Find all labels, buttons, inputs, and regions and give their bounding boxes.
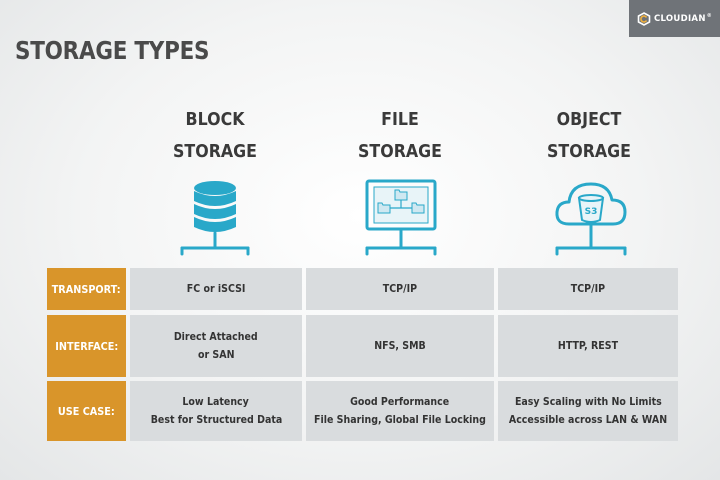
cell-line: or SAN <box>197 348 235 361</box>
s3-label: S3 <box>585 207 598 217</box>
row-label-text: USE CASE: <box>58 404 115 418</box>
table-cell: Direct Attached or SAN <box>130 315 302 377</box>
column-header-line1: OBJECT <box>556 109 622 130</box>
file-server-icon <box>365 179 437 256</box>
column-header-object: OBJECT STORAGE <box>489 104 689 168</box>
table-cell: HTTP, REST <box>498 315 678 377</box>
cell-line: Accessible across LAN & WAN <box>508 413 668 426</box>
column-header-file: FILE STORAGE <box>300 104 500 168</box>
cell-line: HTTP, REST <box>557 339 619 352</box>
s3-cloud-icon: S3 <box>555 182 627 256</box>
cloudian-logo: CLOUDIAN® <box>629 0 720 37</box>
cell-line: Best for Structured Data <box>150 413 282 426</box>
column-header-line1: BLOCK <box>185 109 245 130</box>
column-header-line2: STORAGE <box>173 141 257 162</box>
table-cell: NFS, SMB <box>306 315 494 377</box>
cell-line: TCP/IP <box>382 282 418 295</box>
cell-line: TCP/IP <box>570 282 606 295</box>
row-label-interface: INTERFACE: <box>47 315 126 377</box>
column-header-line2: STORAGE <box>547 141 631 162</box>
column-header-block: BLOCK STORAGE <box>115 104 315 168</box>
column-header-line1: FILE <box>381 109 419 130</box>
table-cell: TCP/IP <box>498 268 678 310</box>
table-cell: Good Performance File Sharing, Global Fi… <box>306 381 494 441</box>
cell-line: Low Latency <box>182 395 250 408</box>
row-label-text: TRANSPORT: <box>52 282 121 296</box>
database-icon <box>180 181 250 256</box>
table-cell: Low Latency Best for Structured Data <box>130 381 302 441</box>
column-header-line2: STORAGE <box>358 141 442 162</box>
logo-text: CLOUDIAN <box>653 13 706 24</box>
logo-trademark: ® <box>706 13 713 19</box>
cell-line: Good Performance <box>350 395 450 408</box>
row-label-text: INTERFACE: <box>55 339 118 353</box>
page-title: STORAGE TYPES <box>15 36 210 65</box>
cell-line: NFS, SMB <box>374 339 426 352</box>
cloudian-logo-icon <box>637 11 651 26</box>
cell-line: FC or iSCSI <box>186 282 246 295</box>
cell-line: File Sharing, Global File Locking <box>314 413 486 426</box>
cell-line: Direct Attached <box>174 330 258 343</box>
table-cell: FC or iSCSI <box>130 268 302 310</box>
table-cell: Easy Scaling with No Limits Accessible a… <box>498 381 678 441</box>
table-cell: TCP/IP <box>306 268 494 310</box>
row-label-transport: TRANSPORT: <box>47 268 126 310</box>
row-label-use-case: USE CASE: <box>47 381 126 441</box>
cell-line: Easy Scaling with No Limits <box>514 395 662 408</box>
